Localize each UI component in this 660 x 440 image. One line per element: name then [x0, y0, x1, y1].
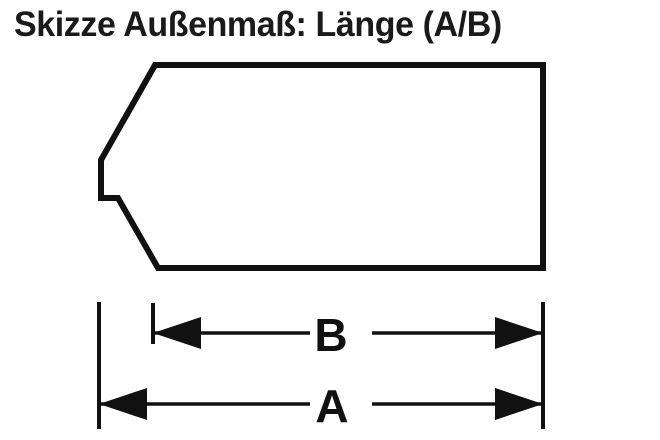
dimension-a: A	[99, 380, 543, 432]
dimension-b: B	[153, 309, 543, 361]
dimension-b-arrowhead-right	[495, 317, 543, 349]
dimension-b-arrowhead-left	[153, 317, 201, 349]
page-title: Skizze Außenmaß: Länge (A/B)	[14, 5, 502, 44]
part-outline-shape	[98, 62, 546, 271]
dimension-b-label: B	[314, 309, 347, 361]
dimension-a-arrowhead-left	[99, 388, 147, 420]
dimension-a-label: A	[315, 380, 348, 432]
dimension-a-arrowhead-right	[495, 388, 543, 420]
